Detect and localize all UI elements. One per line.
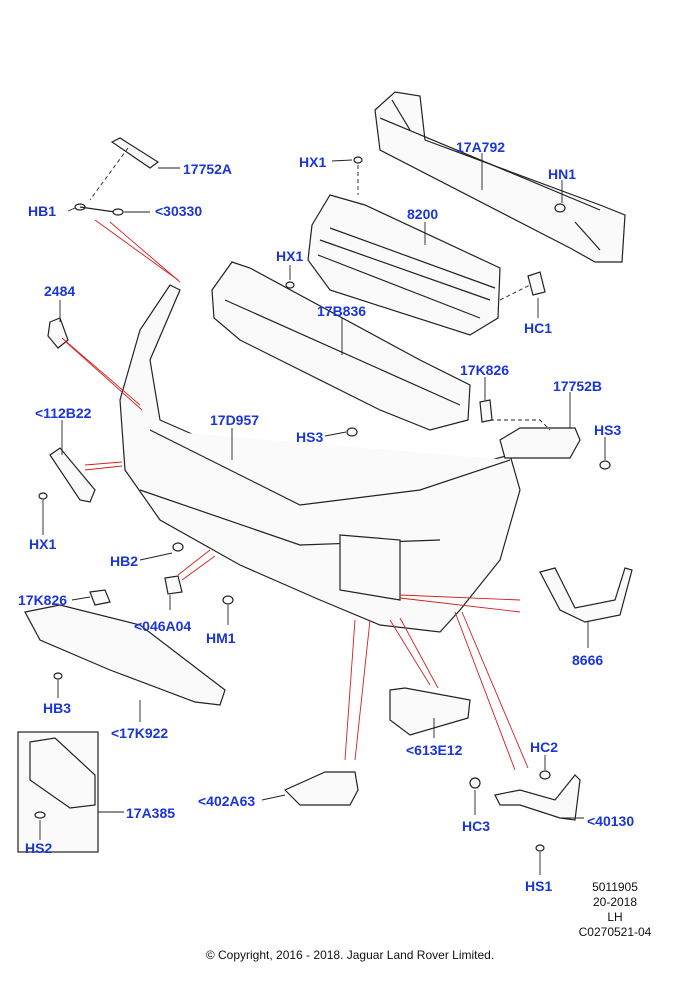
label-hs3-right: HS3 — [594, 422, 622, 438]
bracket-40130 — [494, 774, 581, 821]
washer-cover-left — [49, 447, 96, 503]
bracket-2484 — [47, 317, 69, 349]
label-2484: 2484 — [44, 283, 76, 299]
reference-line-1: 5011905 — [592, 880, 638, 894]
label-8666: 8666 — [572, 652, 604, 668]
diagram-reference: 5011905 20-2018 LH C0270521-04 — [560, 880, 670, 940]
label-17k922: <17K922 — [111, 725, 169, 741]
leader-lines — [39, 153, 606, 875]
label-hx1-top: HX1 — [299, 154, 327, 170]
reference-line-4: C0270521-04 — [578, 925, 652, 939]
dashed-lines — [89, 147, 551, 431]
label-hc1: HC1 — [524, 320, 553, 336]
label-hc2: HC2 — [530, 739, 559, 755]
fog-lamp-bezel — [283, 771, 359, 806]
undertray-17k922 — [24, 604, 226, 706]
label-402a63: <402A63 — [198, 793, 256, 809]
reference-line-3: LH — [607, 910, 623, 924]
label-hx1-left: HX1 — [29, 536, 57, 552]
label-17k826-left: 17K826 — [18, 592, 68, 608]
bracket-17k826-right — [479, 399, 493, 423]
label-hb1: HB1 — [28, 203, 57, 219]
bracket-hc1 — [527, 271, 546, 296]
label-hs3-mid: HS3 — [296, 429, 324, 445]
label-30330: <30330 — [155, 203, 203, 219]
fasteners — [34, 156, 611, 852]
label-17a385: 17A385 — [126, 805, 176, 821]
label-613e12: <613E12 — [406, 742, 463, 758]
licence-plate-bracket — [17, 731, 99, 853]
label-17d957: 17D957 — [210, 412, 260, 428]
bumper-cover — [119, 284, 521, 633]
label-hc3: HC3 — [462, 818, 491, 834]
label-17a792: 17A792 — [456, 139, 506, 155]
spoiler-8666 — [539, 567, 633, 623]
label-hs2: HS2 — [25, 840, 53, 856]
label-17b836: 17B836 — [317, 303, 367, 319]
bracket-17k826-left — [89, 589, 111, 606]
bumper-upper-carrier — [211, 261, 471, 431]
reference-line-2: 20-2018 — [592, 895, 638, 909]
finisher-17752b — [499, 427, 581, 459]
label-17k826-right: 17K826 — [460, 362, 510, 378]
reinforcement-beam — [374, 91, 626, 263]
label-hn1: HN1 — [548, 166, 577, 182]
label-40130: <40130 — [587, 813, 635, 829]
label-hs1: HS1 — [525, 878, 553, 894]
finisher-17752a — [110, 137, 160, 169]
label-17752a: 17752A — [183, 161, 233, 177]
label-hx1-mid: HX1 — [276, 248, 304, 264]
label-hm1: HM1 — [206, 630, 236, 646]
copyright-notice: © Copyright, 2016 - 2018. Jaguar Land Ro… — [205, 948, 495, 962]
reference-lines — [61, 219, 529, 771]
bracket-046a04 — [164, 575, 183, 595]
label-046a04: <046A04 — [134, 618, 192, 634]
label-hb2: HB2 — [110, 553, 139, 569]
label-8200: 8200 — [407, 206, 439, 222]
radiator-grille — [307, 194, 501, 336]
label-112b22: <112B22 — [35, 405, 92, 421]
label-hb3: HB3 — [43, 700, 72, 716]
label-17752b: 17752B — [553, 378, 603, 394]
grille-insert — [389, 687, 471, 736]
